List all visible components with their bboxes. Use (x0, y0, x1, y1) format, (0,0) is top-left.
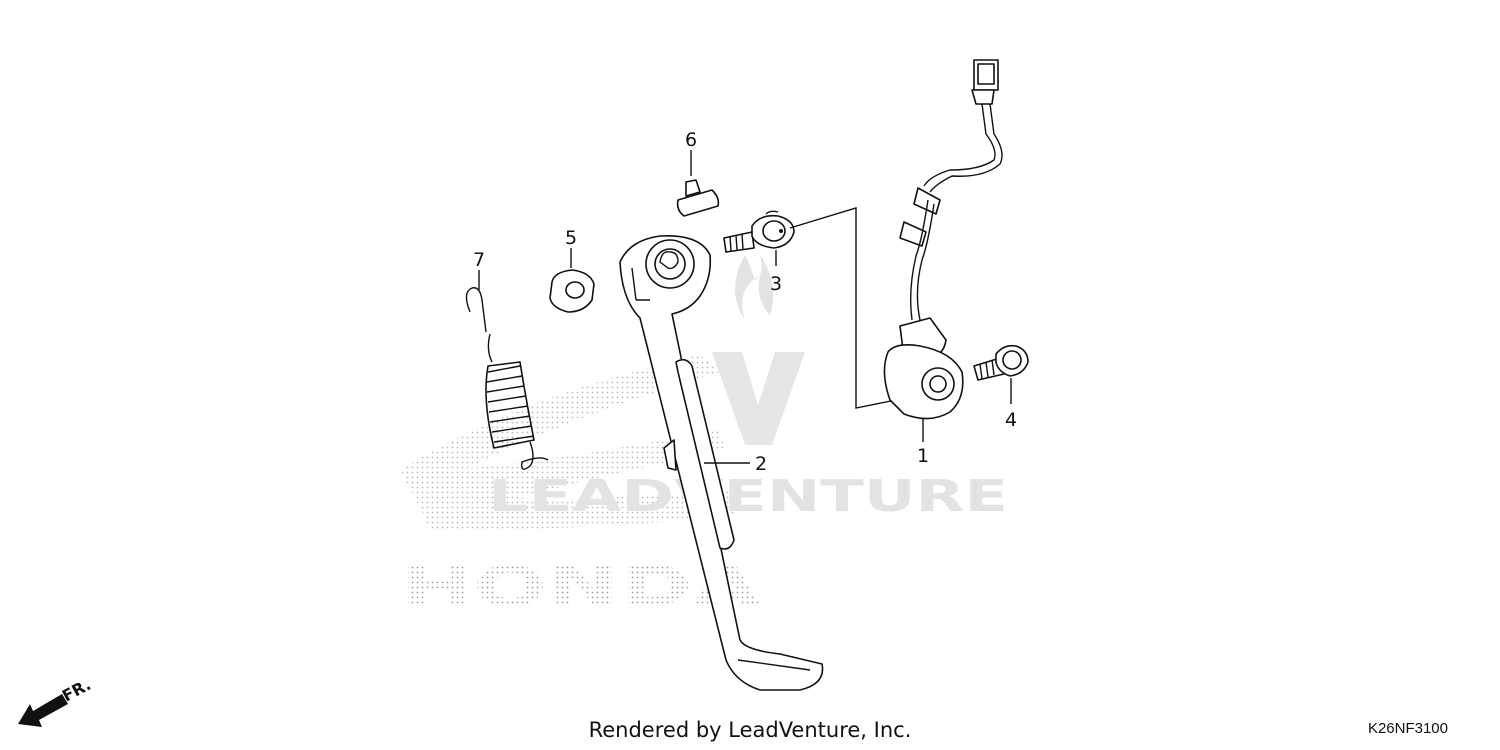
callout-4: 4 (1005, 409, 1017, 431)
part-1-side-stand-switch (883, 59, 1003, 420)
callout-3: 3 (770, 273, 782, 295)
front-arrow-icon (18, 694, 68, 727)
callout-7: 7 (473, 249, 485, 271)
render-credit: Rendered by LeadVenture, Inc. (588, 718, 912, 742)
diagram-code: K26NF3100 (1367, 720, 1448, 737)
callout-6: 6 (685, 129, 697, 151)
part-6-stopper (676, 179, 720, 217)
leadventure-logo-watermark (712, 255, 805, 445)
part-7-spring (465, 287, 549, 470)
part-4-bolt (973, 344, 1029, 381)
assembly-leader-line (789, 207, 897, 409)
callout-5: 5 (565, 227, 577, 249)
part-5-collar (549, 269, 595, 313)
honda-wing-watermark (400, 355, 735, 530)
honda-brand-watermark: HONDA (400, 555, 760, 618)
part-2-side-stand (619, 235, 824, 691)
callout-2: 2 (755, 453, 767, 475)
callout-leaders (478, 150, 1012, 464)
leadventure-watermark-text: LEADVENTURE (488, 471, 1008, 522)
part-3-pivot-bolt (723, 210, 795, 253)
callout-1: 1 (917, 445, 929, 467)
